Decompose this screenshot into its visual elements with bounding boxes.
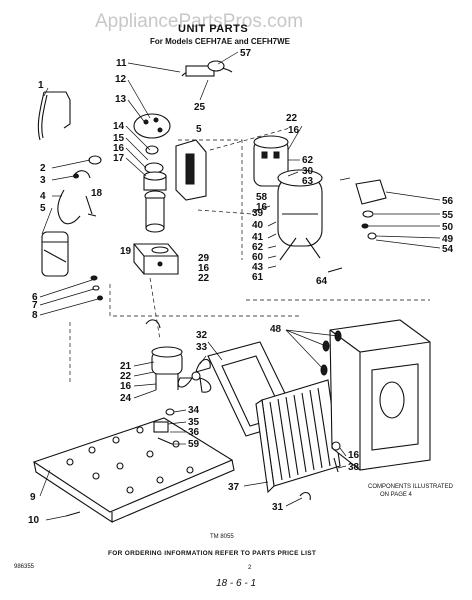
callout-9: 9 (30, 492, 36, 503)
callout-32: 32 (196, 330, 208, 341)
callout-36: 36 (188, 427, 200, 438)
callout-13: 13 (115, 94, 127, 105)
callout-2: 2 (40, 163, 46, 174)
callout-16f: 16 (348, 450, 360, 461)
document-code: 986355 (14, 564, 35, 570)
callout-64: 64 (316, 276, 328, 287)
part-terminal-bracket (355, 179, 387, 240)
callout-4: 4 (40, 191, 46, 202)
part-capacitor (41, 231, 69, 277)
callout-5b: 5 (196, 124, 202, 135)
callout-24: 24 (120, 393, 132, 404)
callout-60: 60 (252, 252, 264, 263)
page-number: 2 (248, 565, 252, 571)
part-belt-drive (181, 60, 233, 77)
diagram-title: UNIT PARTS (178, 23, 248, 35)
callout-16a: 16 (113, 143, 125, 154)
callout-22a: 22 (198, 273, 210, 284)
callout-8: 8 (32, 310, 38, 321)
callout-25: 25 (194, 102, 206, 113)
callout-16b: 16 (198, 263, 210, 274)
callout-31: 31 (272, 502, 284, 513)
callout-39: 39 (252, 208, 264, 219)
callout-labels: 11 12 13 14 15 16 17 1 2 3 4 5 6 7 8 18 … (28, 48, 454, 526)
callout-61: 61 (252, 272, 264, 283)
callout-10: 10 (28, 515, 40, 526)
callout-54: 54 (442, 244, 454, 255)
callout-58: 58 (256, 192, 268, 203)
callout-11: 11 (116, 58, 127, 69)
callout-16e: 16 (120, 381, 132, 392)
components-note-line2: ON PAGE 4 (380, 492, 413, 498)
callout-62a: 62 (302, 155, 314, 166)
part-mounting-bracket (133, 243, 179, 275)
callout-30: 30 (302, 166, 314, 177)
callout-41: 41 (252, 232, 264, 243)
leader-lines (39, 51, 441, 521)
callout-15: 15 (113, 133, 125, 144)
part-cabinet (320, 319, 431, 471)
callout-22b: 22 (286, 113, 298, 124)
tm-code: TM 8055 (210, 534, 234, 540)
part-base-pan (32, 417, 235, 524)
part-drain-fitting (331, 441, 341, 473)
part-coil-clip (299, 491, 311, 501)
part-compressor (277, 169, 323, 261)
handwritten-note: 18 - 6 - 1 (216, 578, 256, 589)
part-fan-motor (145, 319, 183, 390)
callout-29: 29 (198, 253, 210, 264)
watermark: AppliancePartsPros.com (95, 11, 303, 32)
callout-55: 55 (442, 210, 454, 221)
callout-48: 48 (270, 324, 282, 335)
callout-21: 21 (120, 361, 132, 372)
callout-57: 57 (240, 48, 252, 59)
part-condenser-coil (255, 379, 341, 494)
callout-33: 33 (196, 342, 208, 353)
callout-14: 14 (113, 121, 125, 132)
callout-35: 35 (188, 417, 200, 428)
callout-56: 56 (442, 196, 454, 207)
part-capillary-line (57, 189, 81, 225)
callout-6: 6 (32, 292, 38, 303)
part-sensor-bulb (85, 195, 97, 217)
part-tubing-loop (37, 91, 71, 141)
callout-43: 43 (252, 262, 264, 273)
callout-7: 7 (32, 300, 38, 311)
part-fan-blade (177, 358, 212, 393)
callout-49: 49 (442, 234, 454, 245)
callout-38: 38 (348, 462, 360, 473)
callout-37: 37 (228, 482, 240, 493)
part-screw (327, 267, 343, 273)
callout-16d: 16 (256, 202, 268, 213)
callout-50: 50 (442, 222, 454, 233)
diagram-subtitle: For Models CEFH7AE and CEFH7WE (150, 37, 291, 46)
callout-5a: 5 (40, 203, 46, 214)
callout-19: 19 (120, 246, 132, 257)
part-clamps (73, 155, 102, 179)
callout-12: 12 (115, 74, 127, 85)
callout-16c: 16 (288, 125, 300, 136)
callout-17: 17 (113, 153, 125, 164)
callout-63: 63 (302, 176, 314, 187)
callout-34: 34 (188, 405, 200, 416)
callout-62b: 62 (252, 242, 264, 253)
part-control-stack (133, 113, 171, 233)
ordering-instruction: FOR ORDERING INFORMATION REFER TO PARTS … (108, 550, 316, 557)
components-note-line1: COMPONENTS ILLUSTRATED (368, 484, 454, 490)
part-hardware-left (90, 261, 163, 301)
callout-22c: 22 (120, 371, 132, 382)
callout-3: 3 (40, 175, 46, 186)
callout-40: 40 (252, 220, 264, 231)
callout-1: 1 (38, 80, 44, 91)
callout-59: 59 (188, 439, 200, 450)
reference-lines-upper (69, 127, 430, 384)
part-housing (175, 139, 207, 201)
part-fan-hardware (153, 408, 175, 445)
callout-18: 18 (91, 188, 103, 199)
part-base-screw (65, 511, 81, 517)
